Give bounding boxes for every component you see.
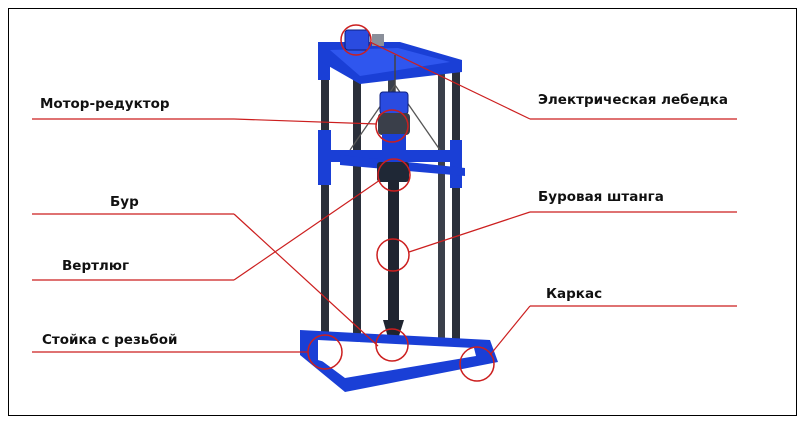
label-drill-rod: Буровая штанга bbox=[538, 189, 664, 205]
post-sleeve bbox=[318, 130, 331, 185]
frame-circle bbox=[459, 346, 495, 382]
label-frame: Каркас bbox=[546, 286, 603, 302]
gearbox bbox=[378, 113, 410, 135]
leader-lines bbox=[32, 41, 737, 356]
label-threaded-post: Стойка с резьбой bbox=[42, 332, 178, 348]
front-post-right bbox=[353, 68, 361, 364]
winch-motor bbox=[344, 29, 370, 51]
rod-circle bbox=[376, 238, 410, 272]
post-sleeve bbox=[450, 140, 462, 188]
back-post-right bbox=[438, 60, 445, 340]
swivel-circle bbox=[377, 158, 411, 192]
motor-circle bbox=[375, 109, 409, 143]
drilling-rig-image bbox=[300, 29, 498, 392]
swivel-part bbox=[377, 162, 409, 182]
label-electric-winch: Электрическая лебедка bbox=[538, 92, 728, 108]
drill-rod bbox=[388, 180, 399, 320]
label-motor-reducer: Мотор-редуктор bbox=[40, 96, 170, 112]
label-auger: Бур bbox=[110, 194, 139, 210]
side-post-right bbox=[452, 62, 460, 358]
auger-circle bbox=[375, 328, 409, 362]
winch-circle bbox=[340, 24, 372, 56]
front-post-left bbox=[321, 55, 329, 350]
label-swivel: Вертлюг bbox=[62, 258, 129, 274]
